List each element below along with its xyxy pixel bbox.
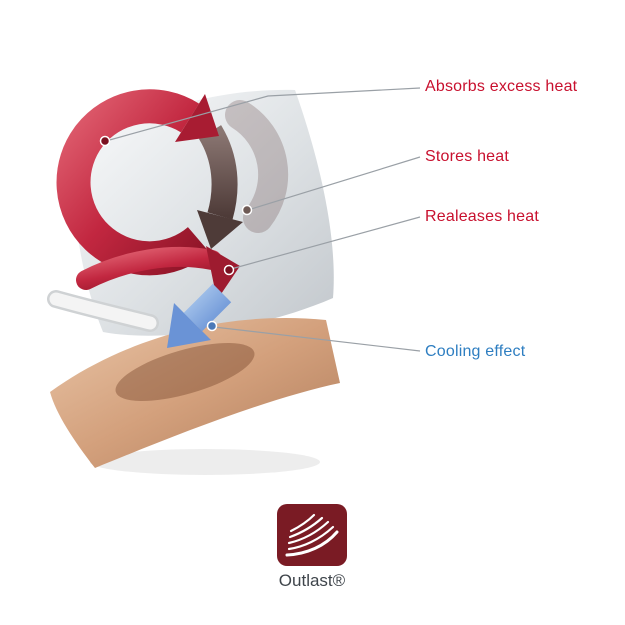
store-heat-arrow-head [197, 210, 243, 249]
ground-shadow [90, 449, 320, 475]
release-heat-arrow-shaft [76, 246, 222, 290]
skin-surface [50, 317, 340, 468]
brand-name: Outlast® [278, 571, 346, 590]
fabric-layers-icon [285, 513, 339, 557]
label-cooling-effect: Cooling effect [425, 343, 526, 360]
tube [49, 292, 157, 330]
outlast-logo [277, 504, 347, 566]
leader-absorbs [105, 87, 421, 142]
skin-shadow [115, 342, 255, 402]
leader-stores [247, 156, 421, 211]
dot-stores [241, 204, 253, 216]
cooling-arrow-shaft [183, 283, 232, 332]
leader-lines [105, 87, 421, 352]
dot-absorbs [99, 135, 111, 147]
label-releases-heat: Realeases heat [425, 208, 539, 225]
store-heat-arrow-shaft [198, 125, 238, 220]
label-stores-heat: Stores heat [425, 148, 510, 165]
dot-cooling [206, 320, 218, 332]
leader-cooling [213, 326, 421, 352]
cooling-arrow-head [167, 303, 211, 348]
sheet-shadow-arc [225, 100, 289, 233]
label-absorbs-excess-heat: Absorbs excess heat [425, 78, 578, 95]
absorb-heat-ring-arrowhead [175, 94, 219, 142]
dot-releases [223, 264, 235, 276]
leader-releases [230, 216, 421, 270]
